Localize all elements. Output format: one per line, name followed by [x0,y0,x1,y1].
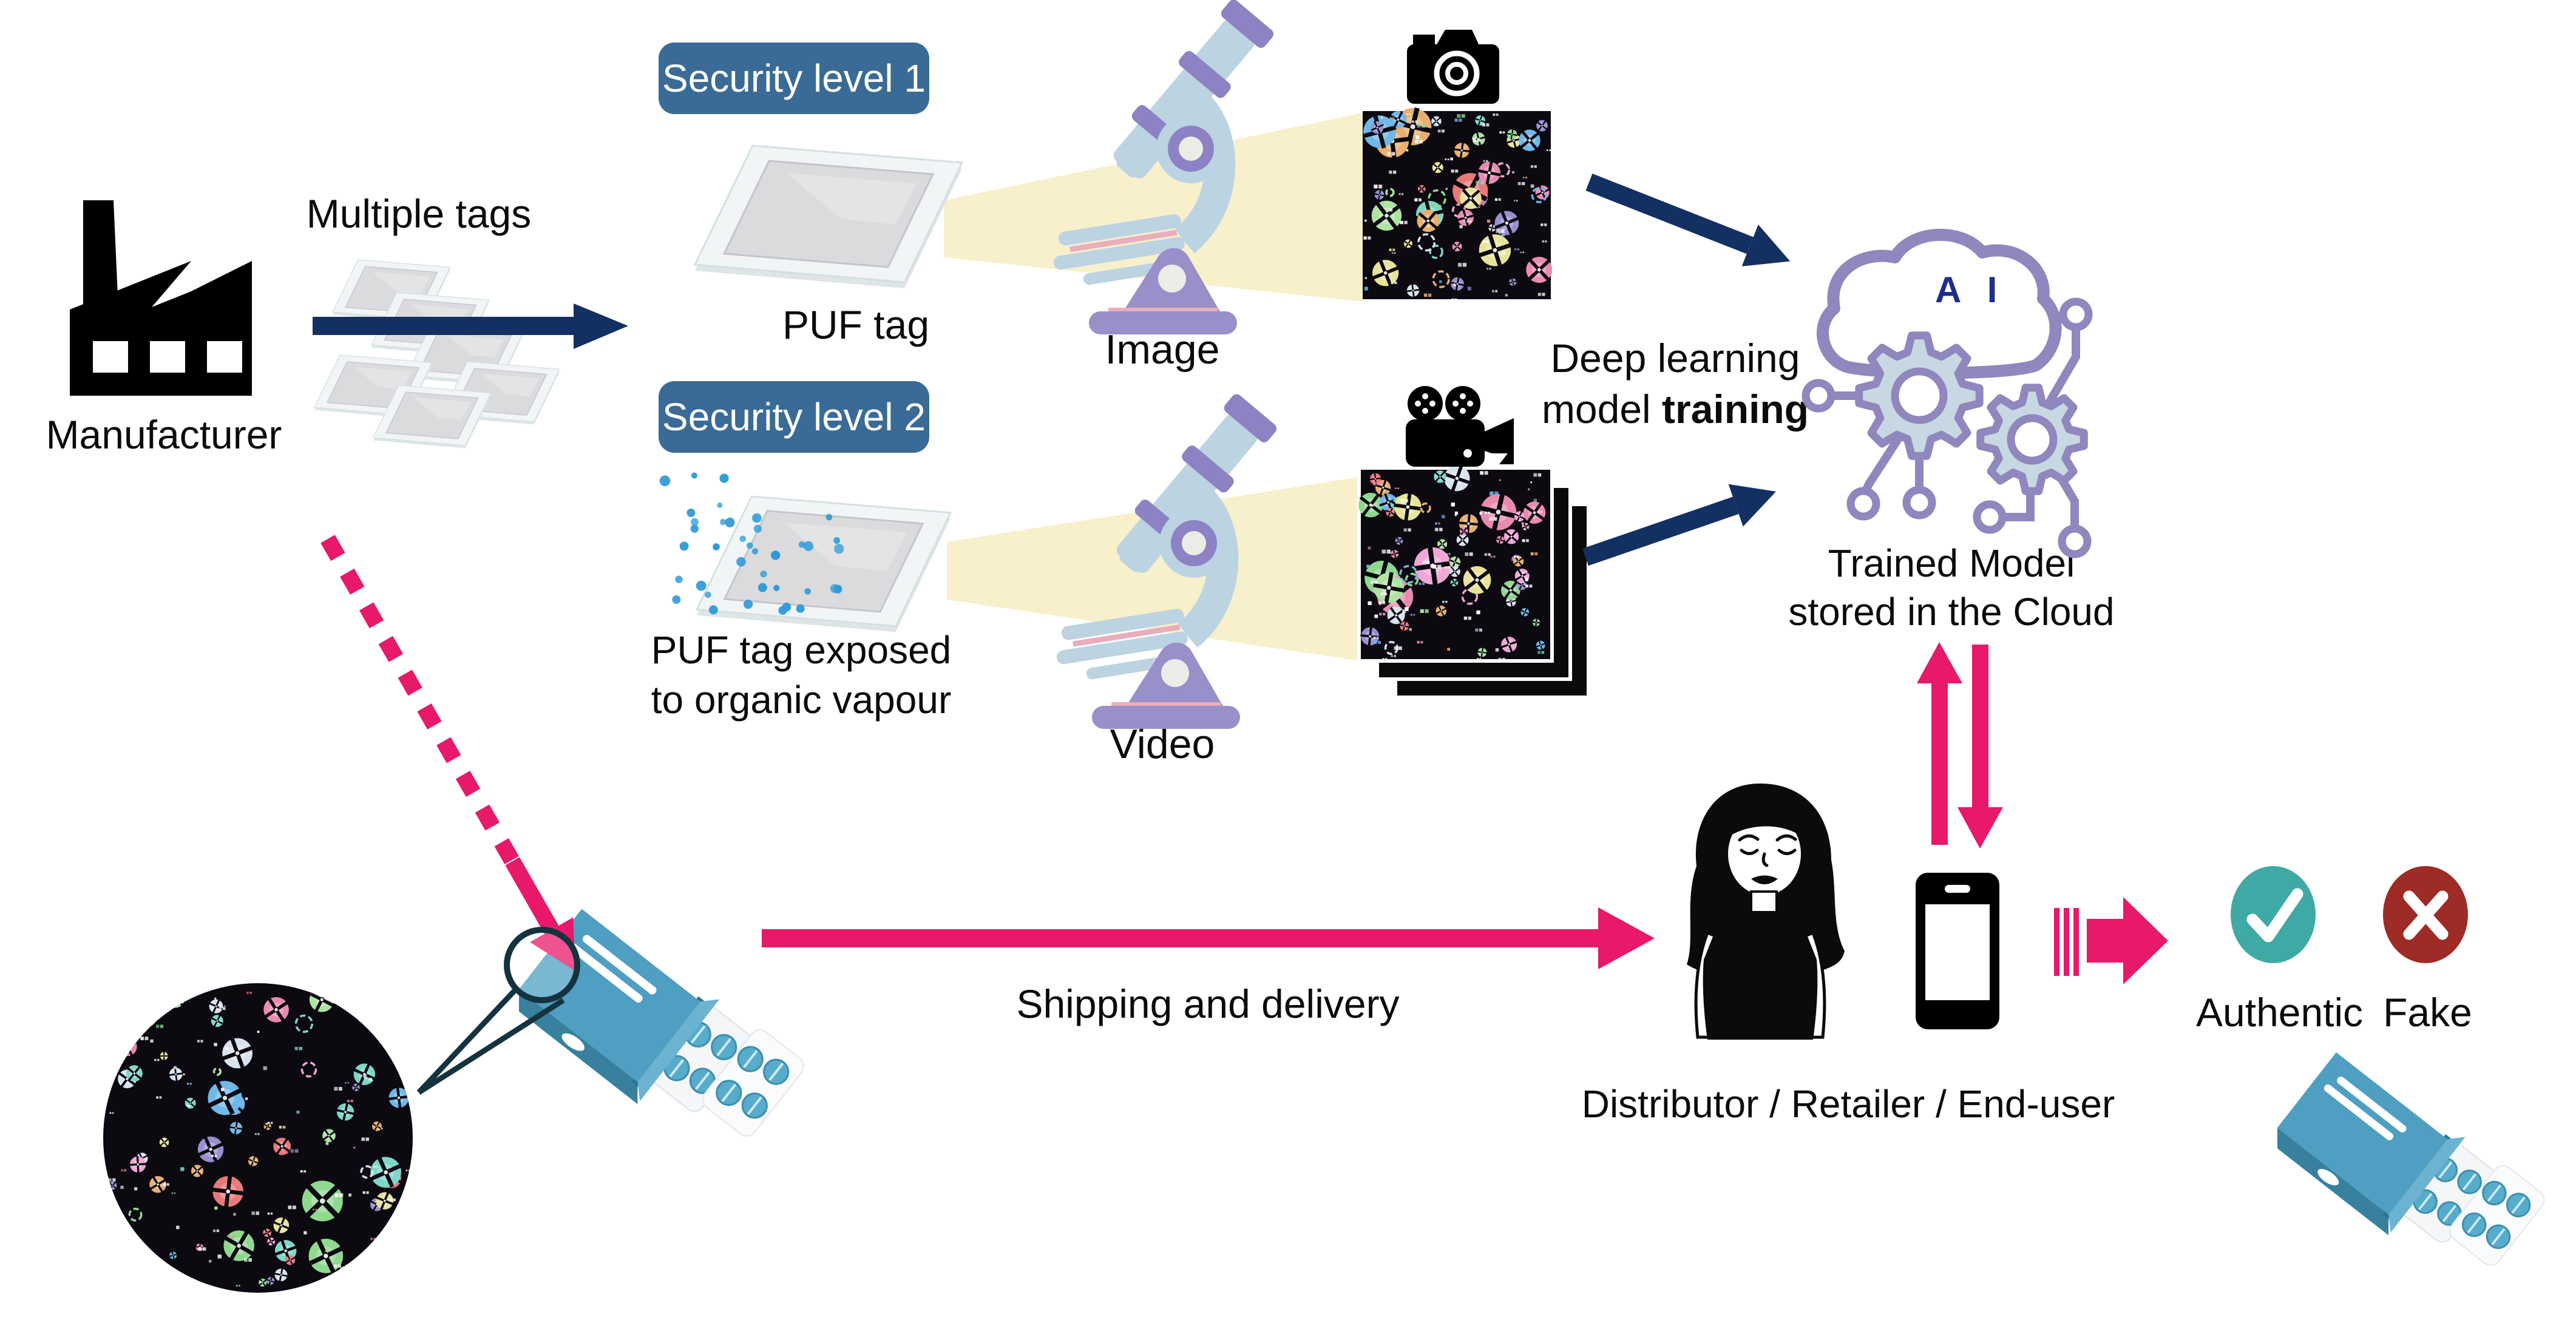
trained-model-line2: stored in the Cloud [1788,590,2115,634]
fake-label: Fake [2383,990,2472,1035]
puf-tag-vapour-line1: PUF tag exposed [651,628,952,672]
multiple-tags-label: Multiple tags [306,191,532,236]
deep-learning-label: Deep learning model training [1514,333,1836,435]
manufacturer-to-package-arrow [320,535,575,971]
shipping-arrow [762,907,1655,969]
video-to-ai-arrow [1582,484,1776,566]
person-icon [1687,784,1845,1040]
multiple-tags-icon [313,259,628,449]
manufacturer-to-tag-arrow [313,303,628,349]
puf-tag-vapour-label: PUF tag exposed to organic vapour [625,625,977,725]
puf-tag-label: PUF tag [782,302,930,347]
image-to-ai-arrow [1585,174,1791,266]
shipping-label: Shipping and delivery [1016,981,1400,1026]
cloud-to-phone-arrow [1957,645,2003,848]
deep-learning-line1: Deep learning [1550,336,1800,381]
deep-learning-line2-bold: training [1662,387,1809,432]
deep-learning-line2-regular: model [1541,387,1663,432]
trained-model-line1: Trained Model [1828,541,2075,585]
puf-tag-vapour-icon [659,472,952,633]
distributor-label: Distributor / Retailer / End-user [1581,1082,2115,1126]
trained-model-label: Trained Model stored in the Cloud [1778,539,2124,636]
puf-microscopy-image [1363,107,1553,302]
manufacturer-label: Manufacturer [46,412,282,457]
phone-to-result-arrow [2054,897,2168,984]
deep-learning-line2: model training [1514,384,1836,435]
security-level-1-badge: Security level 1 [659,42,929,114]
authentic-icon [2231,866,2316,963]
phone-icon [1916,873,1999,1029]
puf-microscopy-video [1358,465,1550,662]
video-camera-icon [1406,386,1514,467]
phone-to-cloud-arrow [1917,642,1962,845]
ai-text: A I [1935,269,2005,310]
security-level-2-badge: Security level 2 [659,381,929,453]
fake-icon [2383,866,2468,963]
puf-tag-vapour-line2: to organic vapour [651,678,952,722]
camera-icon [1407,30,1499,104]
magnifier-icon [416,927,580,1095]
authentic-label: Authentic [2196,990,2364,1035]
ai-cloud-icon: A I [1802,229,2093,558]
factory-icon [70,200,252,396]
